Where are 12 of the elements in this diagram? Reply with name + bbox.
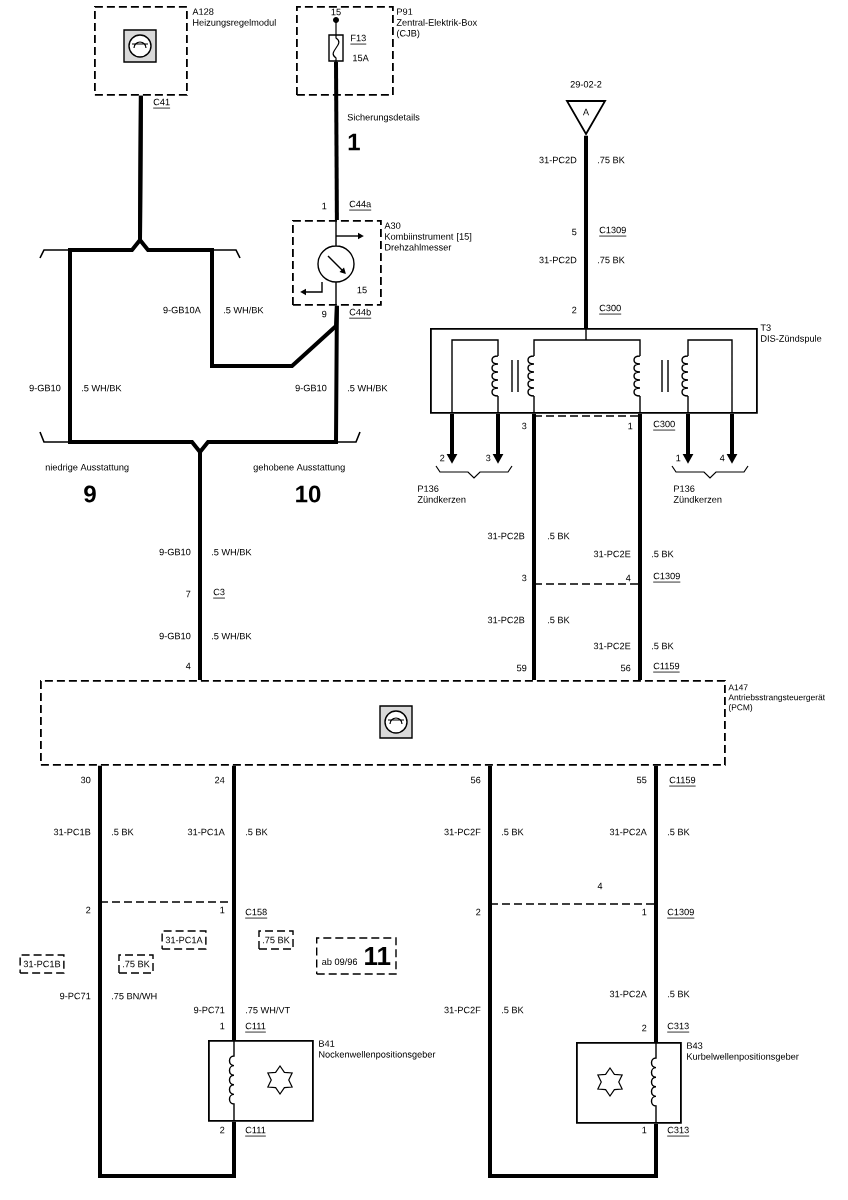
wire <box>198 305 339 680</box>
wire <box>584 135 588 328</box>
section-number: 9 <box>84 485 96 503</box>
wire <box>638 413 642 680</box>
wire <box>488 765 658 1178</box>
wire <box>532 413 536 680</box>
wire <box>654 765 658 1042</box>
wire <box>334 61 339 220</box>
section-number: 1 <box>348 133 360 151</box>
wire <box>232 765 236 1040</box>
section-number: 10 <box>296 485 321 503</box>
wire <box>98 765 236 1178</box>
